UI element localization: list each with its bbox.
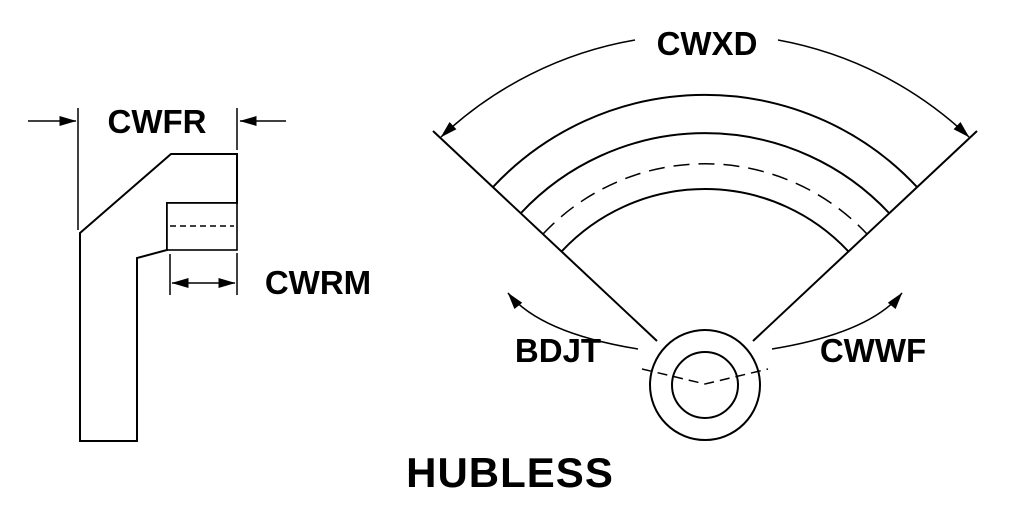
- bdjt-dimension: BDJT: [507, 292, 639, 369]
- dimension-arc-left: [440, 39, 636, 138]
- cwxd-dimension: CWXD: [440, 25, 970, 138]
- figure-title: HUBLESS: [406, 449, 614, 496]
- left-radial-line: [432, 130, 658, 342]
- pitch-line-arc: [542, 163, 868, 235]
- bore-inner-circle: [671, 351, 739, 419]
- cwwf-label: CWWF: [820, 332, 926, 369]
- rim-inner-edge-arc: [561, 188, 849, 252]
- leader-arrow: [507, 292, 639, 350]
- cross-section-view: CWFR CWRM: [28, 103, 371, 442]
- leader-arrow: [771, 292, 903, 350]
- cwwf-dimension: CWWF: [771, 292, 926, 369]
- dimension-arc-right: [777, 39, 970, 138]
- bdjt-label: BDJT: [515, 332, 601, 369]
- bore-centerline: [641, 368, 769, 385]
- cwxd-label: CWXD: [657, 25, 758, 62]
- cwfr-dimension: CWFR: [28, 103, 286, 230]
- bore-outer-circle: [649, 329, 761, 441]
- right-radial-line: [752, 130, 978, 342]
- cwrm-dimension: CWRM: [169, 253, 371, 301]
- rim-flange-arc: [520, 132, 890, 214]
- cwfr-label: CWFR: [108, 103, 207, 140]
- cwrm-label: CWRM: [265, 264, 371, 301]
- sector-view: CWXD BDJT CWWF: [432, 25, 978, 441]
- wheel-rim-cross-section: [79, 153, 238, 442]
- outer-rim-arc: [492, 93, 918, 188]
